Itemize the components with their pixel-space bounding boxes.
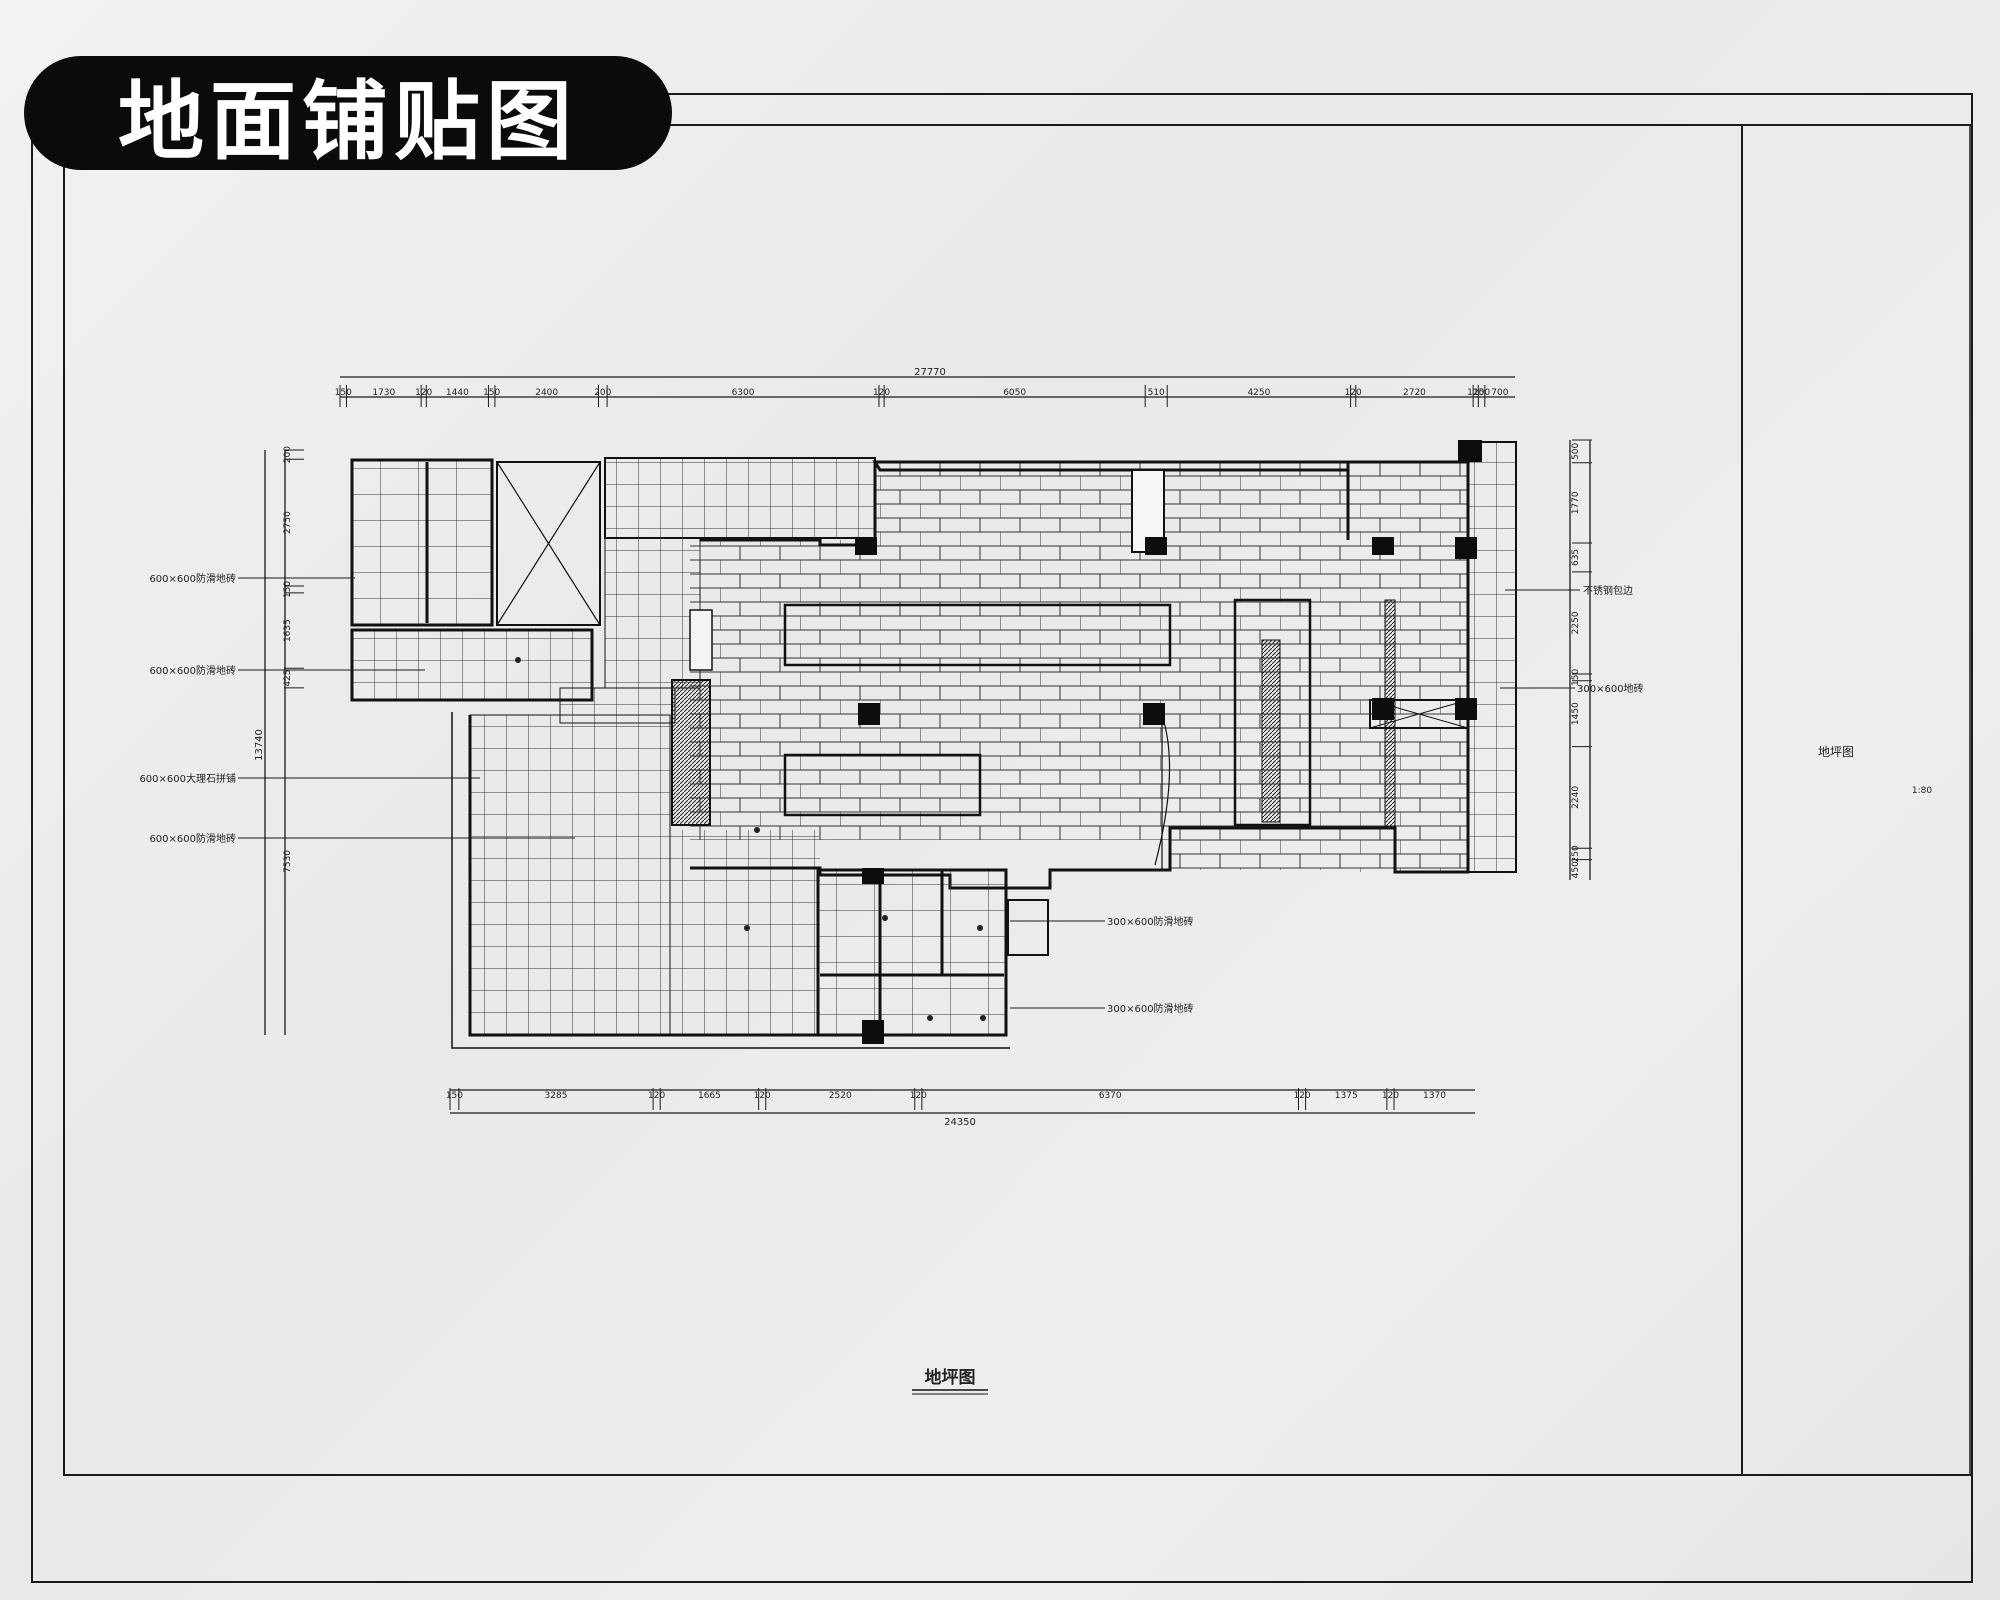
title-badge-text: 地面铺贴图 <box>118 71 578 172</box>
dim-right-seg-2: 635 <box>1571 549 1581 566</box>
dim-bottom-seg-8: 120 <box>1293 1091 1310 1101</box>
dim-top-seg-11: 4250 <box>1247 388 1270 398</box>
dim-left-seg-3: 1635 <box>283 619 293 642</box>
dim-bottom-seg-1: 3285 <box>545 1091 568 1101</box>
dim-bottom-seg-11: 1370 <box>1423 1091 1446 1101</box>
dim-bottom-seg-0: 150 <box>446 1091 463 1101</box>
dimension-lines <box>264 376 1591 1114</box>
dim-left-segments: 200 2750 150 1635 425 7530 <box>283 446 293 873</box>
dim-left-seg-2: 150 <box>283 581 293 598</box>
dim-bottom-seg-7: 6370 <box>1099 1091 1122 1101</box>
side-panel-title: 地坪图 <box>1818 745 1854 759</box>
dim-top-seg-2: 120 <box>415 388 432 398</box>
dim-top-segments: 150 1730 120 1440 150 2400 200 6300 120 6050 510 42… <box>335 388 1509 398</box>
note-right-2: 300×600地砖 <box>1577 682 1644 695</box>
dim-right-seg-8: 450 <box>1571 861 1581 878</box>
caption-text: 地坪图 <box>925 1367 976 1388</box>
note-left-2: 600×600防滑地砖 <box>149 664 236 677</box>
dim-bottom-seg-3: 1665 <box>698 1091 721 1101</box>
dimension-ticks <box>284 385 1592 1110</box>
note-bottom-2: 300×600防滑地砖 <box>1107 1002 1194 1015</box>
dim-top-seg-1: 1730 <box>372 388 395 398</box>
dim-top-seg-16: 700 <box>1491 388 1508 398</box>
title-badge: 地面铺贴图 <box>24 56 672 172</box>
dim-left-seg-1: 2750 <box>283 511 293 534</box>
dim-bottom-seg-9: 1375 <box>1335 1091 1358 1101</box>
dim-top-seg-13: 2720 <box>1403 388 1426 398</box>
dim-right-seg-6: 2240 <box>1571 786 1581 809</box>
dim-right-seg-7: 250 <box>1571 845 1581 862</box>
dim-right-seg-0: 500 <box>1571 442 1581 459</box>
dim-top-seg-4: 150 <box>483 388 500 398</box>
dim-bottom-seg-2: 120 <box>648 1091 665 1101</box>
dimension-labels: 27770 24350 13740 <box>254 367 976 1128</box>
dim-top-seg-5: 2400 <box>535 388 558 398</box>
drawing-caption: 地坪图 <box>912 1367 988 1395</box>
dim-top-seg-15: 150 <box>1473 388 1490 398</box>
note-left-4: 600×600防滑地砖 <box>149 832 236 845</box>
structural-columns <box>855 440 1482 1044</box>
sheet-frame <box>31 93 1973 1583</box>
dim-right-seg-1: 1770 <box>1571 491 1581 514</box>
dim-left-seg-4: 425 <box>283 669 293 686</box>
note-left-3: 600×600大理石拼铺 <box>139 772 236 785</box>
dim-top-overall: 27770 <box>914 367 946 378</box>
annotation-labels: 600×600防滑地砖 600×600防滑地砖 600×600大理石拼铺 600… <box>139 572 1643 1015</box>
dim-bottom-seg-6: 120 <box>910 1091 927 1101</box>
dim-bottom-seg-10: 120 <box>1382 1091 1399 1101</box>
dim-top-seg-7: 6300 <box>732 388 755 398</box>
dim-right-seg-4: 150 <box>1571 669 1581 686</box>
dim-top-seg-14: 120 <box>1467 388 1484 398</box>
void-shaft <box>496 461 601 626</box>
dim-top-seg-8: 120 <box>873 388 890 398</box>
side-panel-scale: 1:80 <box>1912 786 1932 796</box>
dim-bottom-seg-4: 120 <box>754 1091 771 1101</box>
dim-left-seg-5: 7530 <box>283 850 293 873</box>
dim-top-seg-12: 120 <box>1345 388 1362 398</box>
dim-top-seg-3: 1440 <box>446 388 469 398</box>
note-bottom-1: 300×600防滑地砖 <box>1107 915 1194 928</box>
dim-right-seg-5: 1450 <box>1571 702 1581 725</box>
floor-plan <box>350 440 1517 1049</box>
dim-top-seg-10: 510 <box>1148 388 1165 398</box>
dim-bottom-overall: 24350 <box>944 1117 976 1128</box>
side-panel: 地坪图 1:80 <box>1818 745 1932 796</box>
dim-left-overall: 13740 <box>254 729 265 761</box>
dim-bottom-segments: 150 3285 120 1665 120 2520 120 6370 120 1375 120 13… <box>446 1091 1446 1101</box>
dim-right-seg-3: 2250 <box>1571 611 1581 634</box>
dim-left-seg-0: 200 <box>283 446 293 463</box>
dim-top-seg-6: 200 <box>594 388 611 398</box>
note-left-1: 600×600防滑地砖 <box>149 572 236 585</box>
dim-top-seg-0: 150 <box>335 388 352 398</box>
dim-bottom-seg-5: 2520 <box>829 1091 852 1101</box>
annotation-leaders <box>238 577 1580 1009</box>
dim-top-seg-9: 6050 <box>1003 388 1026 398</box>
note-right-1: 不锈钢包边 <box>1583 584 1633 597</box>
